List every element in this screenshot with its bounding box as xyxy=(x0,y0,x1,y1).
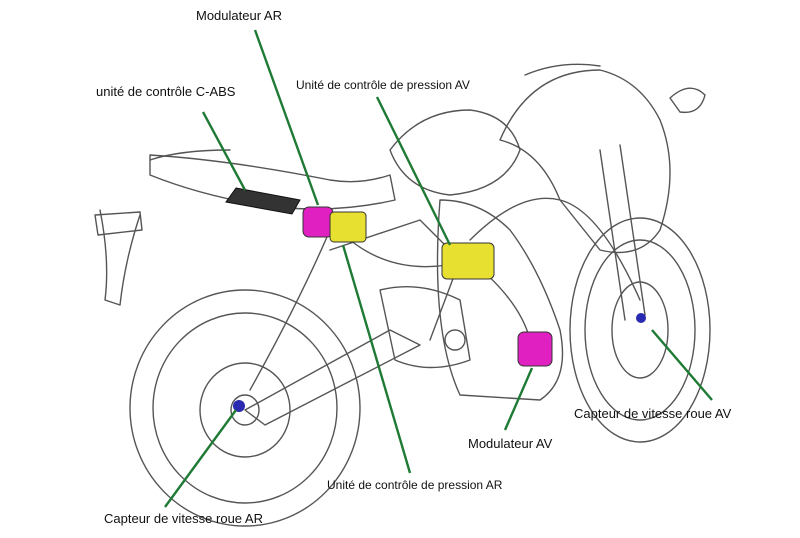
fairing xyxy=(499,69,671,254)
label-capteur-ar: Capteur de vitesse roue AR xyxy=(104,511,263,526)
brake-line-front xyxy=(469,197,641,301)
rear-pressure-unit xyxy=(329,211,367,243)
front-rim xyxy=(584,239,696,421)
rear-modulator xyxy=(302,206,334,238)
leader-pression-ar xyxy=(341,244,412,474)
label-modulateur-av: Modulateur AV xyxy=(468,436,553,451)
rear-speed-sensor xyxy=(233,400,245,412)
front-pressure-unit xyxy=(441,242,495,280)
rear-disc xyxy=(199,362,291,458)
label-capteur-av: Capteur de vitesse roue AV xyxy=(574,406,732,421)
license-hanger xyxy=(99,209,141,306)
leader-modulateur-av xyxy=(503,367,534,431)
front-speed-sensor xyxy=(636,313,646,323)
seat-tail xyxy=(149,154,396,210)
brake-line-rear xyxy=(249,229,331,391)
abs-components xyxy=(225,187,646,412)
motorcycle-line-art xyxy=(94,63,711,527)
rear-rim xyxy=(152,312,338,504)
label-unite-pression-ar: Unité de contrôle de pression AR xyxy=(327,478,503,492)
leader-capteur-ar xyxy=(164,409,237,508)
front-modulator xyxy=(517,331,553,367)
tank xyxy=(389,109,521,196)
front-tire xyxy=(569,217,711,443)
leader-pression-av xyxy=(375,96,452,246)
engine-block xyxy=(379,286,471,369)
leader-capteur-av xyxy=(651,329,713,401)
lower-fairing xyxy=(436,199,564,401)
c-abs-ecu xyxy=(225,187,301,215)
mirror xyxy=(669,87,706,114)
swingarm xyxy=(244,329,421,426)
label-unite-cabs: unité de contrôle C-ABS xyxy=(96,84,236,99)
label-modulateur-ar: Modulateur AR xyxy=(196,8,282,23)
leader-modulateur-ar xyxy=(253,29,320,206)
leader-lines xyxy=(164,29,713,508)
front-disc xyxy=(611,281,669,379)
leader-cabs xyxy=(201,111,247,191)
rear-tire xyxy=(129,289,361,527)
label-unite-pression-av: Unité de contrôle de pression AV xyxy=(296,78,470,92)
